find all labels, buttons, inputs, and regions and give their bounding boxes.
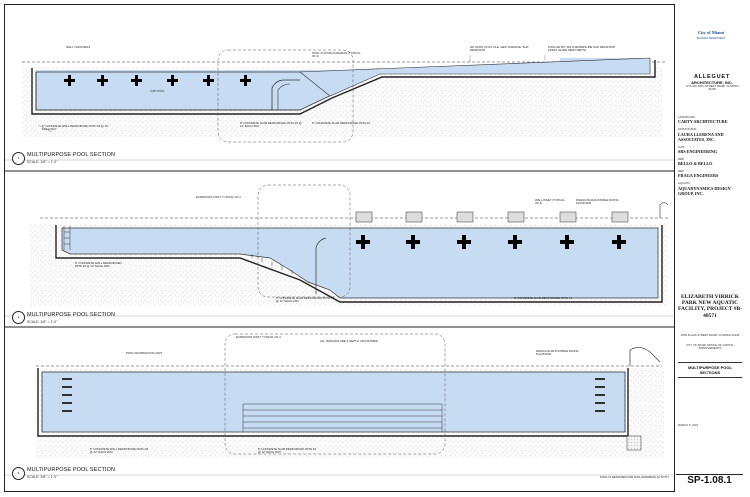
section-number-badge: 2: [12, 311, 25, 324]
lane-marker-crosses: [356, 235, 626, 249]
note-concrete-slab-4: 8" CONCRETE SLAB REINFORCED WITH #4: [514, 296, 573, 300]
note-concrete-slab-5: 8" CONCRETE SLAB REINFORCED WITH #4 @ 12…: [258, 447, 317, 455]
section-title-1: MULTIPURPOSE POOL SECTION: [27, 152, 116, 158]
section-number-badge: 1: [12, 152, 25, 165]
note-info-cart: POOL INFORMATION CART: [126, 351, 163, 355]
firm-name-2: ARCHITECTURE, INC.: [691, 80, 733, 85]
section-title-3: MULTIPURPOSE POOL SECTION: [27, 467, 116, 473]
section-number-badge: 3: [12, 467, 25, 480]
firm-address: 7270 SW 48TH STREET MIAMI, FLORIDA 33155: [685, 84, 739, 92]
note-expansion-joint: EXPANSION JOINT, TYPICAL OF 4: [196, 195, 241, 199]
note-concrete-slab-3: 8" CONCRETE SLAB REINFORCED WITH #4 @ 12…: [276, 296, 335, 304]
owner: CITY OF MIAMI OFFICE OF CAPITAL IMPROVEM…: [686, 343, 734, 351]
project-address: 3255 PLAZA STREET MIAMI, FLORIDA 33133: [680, 333, 740, 337]
lane-marker-crosses: [64, 75, 251, 86]
sheet-title: MULTIPURPOSE POOL SECTIONS: [678, 362, 742, 378]
sheet-number: SP-1.08.1: [676, 474, 743, 486]
note-concrete-slab-2: 8" CONCRETE SLAB REINFORCED WITH #4: [312, 121, 371, 125]
note-expansion-joint-2: EXPANSION JOINT, TYPICAL OF 4: [236, 335, 281, 339]
note-pool-tile: NO STAIN, POOL TILE, NEW SURFACE, SLIP R…: [470, 45, 529, 53]
note-cup-pool: CUP POOL: [150, 89, 165, 93]
note-wall-inset: WALL INSET (TYPICAL OF 6): [535, 198, 565, 206]
firm-name: ALLEGUET: [693, 74, 731, 80]
section-scale-1: SCALE: 1/8" = 1'-0": [27, 160, 58, 164]
pool-section-3: [36, 333, 664, 458]
stamp-top-text: APPROVED FOR PERMIT: [689, 12, 733, 16]
project-name: ELIZABETH VIRRICK PARK NEW AQUATIC FACIL…: [678, 294, 742, 319]
note-diving-platform-2: PARAGON ADJUSTABLE DIVING PLATFORM: [536, 349, 579, 357]
stamp-sub: BUILDING DEPARTMENT: [696, 37, 726, 40]
section-title-2: MULTIPURPOSE POOL SECTION: [27, 312, 116, 318]
stamp-bottom-text: REVIEWED FOR CODE COMPLIANCE: [687, 59, 735, 62]
note-concrete-wall-2: 6" CONCRETE WALL REINFORCED WITH #4 @ 12…: [75, 261, 122, 269]
pool-section-1: [22, 49, 665, 143]
note-tendons: ALL TENDONS ARE 4' DEPTH, ADJUSTABLE: [320, 339, 378, 343]
note-wall-thickness: WALL THICKNESS: [66, 45, 91, 49]
note-handrail: POOL CUSTOM HANDRAIL (TYPICAL OF 4): [312, 51, 361, 59]
note-concrete-slab: 8" CONCRETE SLAB REINFORCED WITH #4 @ 12…: [240, 121, 302, 129]
title-block: ALLEGUET ARCHITECTURE, INC. 7270 SW 48TH…: [674, 4, 745, 492]
diving-platforms: [355, 211, 629, 223]
note-concrete-wall: 6" CONCRETE WALL REINFORCED WITH #4 @ 12…: [42, 124, 109, 132]
pool-section-2: [30, 184, 669, 306]
note-pool-entry: POOL ENTRY WITH WATERSLIDE SLIP RESISTAN…: [548, 45, 616, 53]
note-diving-platform: PARAGON ADJUSTABLE DIVING PLATFORM: [576, 198, 619, 206]
stamp-city: City of Miami: [697, 30, 725, 35]
note-non-swimming: POOL IS DESIGNED FOR NON-SWIMMING ACTIVI…: [600, 475, 670, 479]
issue-date: MARCH 5, 2021: [678, 423, 699, 427]
note-concrete-wall-3: 6" CONCRETE WALL REINFORCED WITH #4 @ 12…: [90, 447, 149, 455]
section-scale-2: SCALE: 3/8" = 1'-0": [27, 320, 58, 324]
section-scale-3: SCALE: 3/8" = 1'-0": [27, 475, 58, 479]
pool-stairs: [242, 403, 443, 432]
